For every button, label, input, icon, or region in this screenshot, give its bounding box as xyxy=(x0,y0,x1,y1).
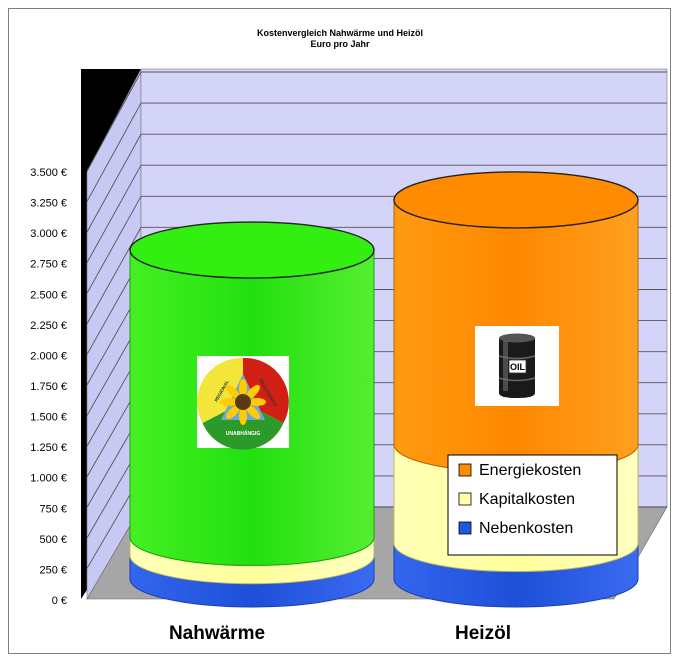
barrel-label: OIL xyxy=(510,362,526,372)
y-axis-ticks: 0 € 250 € 500 € 750 € 1.000 € 1.250 € 1.500 € 1… xyxy=(30,167,67,607)
chart-svg: Kostenvergleich Nahwärme und Heizöl Euro… xyxy=(30,28,668,644)
y-tick-label: 250 € xyxy=(39,564,67,576)
oil-barrel-icon: OIL xyxy=(475,326,559,406)
y-tick-label: 3.000 € xyxy=(30,228,67,240)
y-tick-label: 0 € xyxy=(52,595,67,607)
y-tick-label: 2.000 € xyxy=(30,350,67,362)
gridline-side xyxy=(86,227,142,325)
gridline-side xyxy=(86,71,142,172)
x-category-label: Nahwärme xyxy=(169,623,265,644)
y-tick-label: 1.000 € xyxy=(30,473,67,485)
legend-swatch xyxy=(458,492,472,506)
cylinder-top xyxy=(129,221,375,279)
gridline-side xyxy=(86,164,142,263)
y-tick-label: 2.500 € xyxy=(30,289,67,301)
legend-swatch xyxy=(458,521,472,535)
logo-segment-unabhaengig xyxy=(202,402,284,450)
x-axis-categories: Nahwärme Heizöl xyxy=(169,623,511,644)
y-tick-label: 500 € xyxy=(39,534,67,546)
x-category-label: Heizöl xyxy=(455,623,511,644)
y-tick-label: 3.500 € xyxy=(30,167,67,179)
legend-swatch xyxy=(458,463,472,477)
gridline-side xyxy=(86,133,142,233)
logo-text-unabhaengig: UNABHÄNGIG xyxy=(226,430,261,437)
legend-label: Kapitalkosten xyxy=(479,491,575,508)
y-tick-label: 2.250 € xyxy=(30,320,67,332)
gridline-side xyxy=(86,196,142,294)
sunflower-logo-icon: REGIONAL ÖKOLOGISCH UNABHÄNGIG xyxy=(197,356,289,450)
cylinder-top xyxy=(393,171,639,229)
y-tick-label: 750 € xyxy=(39,503,67,515)
chart-frame: Kostenvergleich Nahwärme und Heizöl Euro… xyxy=(8,8,671,654)
y-tick-label: 2.750 € xyxy=(30,259,67,271)
y-tick-label: 3.250 € xyxy=(30,198,67,210)
y-tick-label: 1.750 € xyxy=(30,381,67,393)
y-tick-label: 1.500 € xyxy=(30,412,67,424)
gridline-side xyxy=(86,102,142,202)
legend-label: Energiekosten xyxy=(479,462,581,479)
y-tick-label: 1.250 € xyxy=(30,442,67,454)
legend-label: Nebenkosten xyxy=(479,520,573,537)
chart-title: Kostenvergleich Nahwärme und Heizöl xyxy=(257,28,423,38)
chart-subtitle: Euro pro Jahr xyxy=(310,39,370,49)
